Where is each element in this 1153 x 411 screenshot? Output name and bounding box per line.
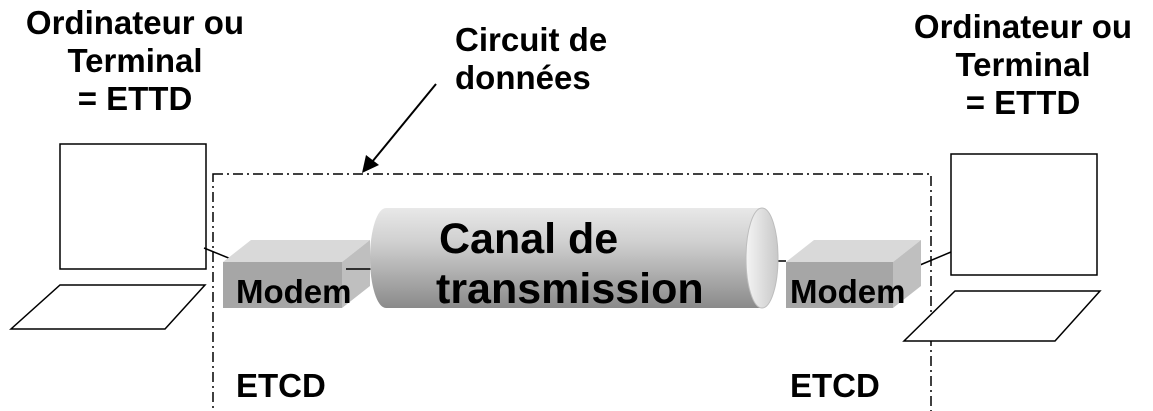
data-circuit-line1: Circuit de: [455, 21, 608, 58]
channel-body: [370, 208, 778, 308]
data-circuit-label: Circuit de données: [455, 21, 607, 97]
left-station-label: Ordinateur ou Terminal = ETTD: [0, 4, 270, 118]
right-station-line3: = ETTD: [965, 84, 1081, 121]
right-computer: [902, 153, 1102, 342]
right-modem-front: [786, 262, 893, 308]
left-modem-side: [342, 240, 370, 308]
data-circuit-boundary: [212, 173, 932, 411]
right-modem: [786, 240, 921, 308]
channel-line1: Canal de: [439, 215, 619, 263]
transmission-channel: [370, 207, 779, 309]
right-etcd-label: ETCD: [790, 367, 880, 404]
left-station-line1: Ordinateur ou: [25, 4, 245, 41]
right-modem-label: Modem: [790, 273, 906, 310]
right-station-line1: Ordinateur ou: [913, 8, 1133, 45]
right-keyboard: [902, 290, 1102, 342]
right-monitor: [950, 153, 1098, 276]
left-station-line2: Terminal: [67, 42, 203, 79]
channel-line2: transmission: [436, 265, 704, 313]
right-computer-cable: [919, 251, 952, 266]
data-circuit-arrow: [362, 83, 437, 173]
data-circuit-line2: données: [455, 59, 591, 96]
channel-label: Canal de transmission: [436, 214, 704, 314]
left-modem-front: [223, 262, 342, 308]
left-modem: [223, 240, 370, 308]
left-keyboard: [9, 284, 207, 330]
left-modem-label: Modem: [236, 273, 352, 310]
right-modem-top: [786, 240, 921, 262]
channel-end-cap: [745, 207, 779, 309]
left-etcd-label: ETCD: [236, 367, 326, 404]
left-computer: [9, 143, 207, 330]
right-station-label: Ordinateur ou Terminal = ETTD: [893, 8, 1153, 122]
right-station-line2: Terminal: [955, 46, 1091, 83]
right-modem-side: [893, 240, 921, 308]
left-modem-top: [223, 240, 370, 262]
left-station-line3: = ETTD: [77, 80, 193, 117]
left-monitor: [59, 143, 207, 270]
